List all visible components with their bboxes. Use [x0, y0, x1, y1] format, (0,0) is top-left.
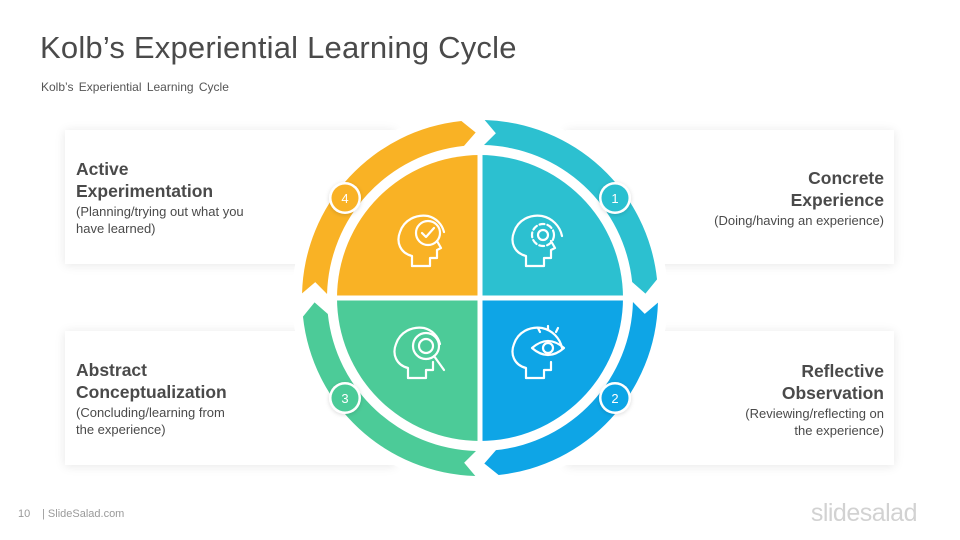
- stage-1-description: (Doing/having an experience): [684, 212, 884, 229]
- slide-title: Kolb’s Experiential Learning Cycle: [40, 30, 517, 65]
- head-eye-icon: [511, 324, 566, 380]
- stage-3-badge: 3: [329, 382, 361, 414]
- stage-1-number: 1: [611, 191, 618, 206]
- stage-1-title-line2: Experience: [790, 190, 884, 210]
- stage-4-description: (Planning/trying out what you have learn…: [76, 203, 276, 237]
- stage-3-description: (Concluding/learning from the experience…: [76, 404, 276, 438]
- stage-4-title: Active Experimentation: [76, 158, 276, 202]
- stage-2-badge: 2: [599, 382, 631, 414]
- stage-1-desc-line1: (Doing/having an experience): [714, 213, 884, 228]
- stage-2-title: Reflective Observation: [684, 360, 884, 404]
- stage-2-title-line2: Observation: [781, 383, 884, 403]
- head-check-icon: [397, 214, 446, 268]
- stage-2-text: Reflective Observation (Reviewing/reflec…: [684, 360, 884, 439]
- stage-4-title-line2: Experimentation: [76, 181, 214, 201]
- stage-3-title-line1: Abstract: [76, 360, 147, 380]
- stage-4-desc-line2: have learned): [76, 221, 156, 236]
- stage-4-title-line1: Active: [76, 159, 129, 179]
- slide-subtitle: Kolb’s Experiential Learning Cycle: [41, 80, 229, 94]
- head-gear-icon: [511, 214, 564, 268]
- stage-3-desc-line1: (Concluding/learning from: [76, 405, 225, 420]
- stage-4-number: 4: [341, 191, 348, 206]
- learning-cycle-diagram: 1 2 3 4: [292, 110, 668, 486]
- stage-3-title: Abstract Conceptualization: [76, 359, 276, 403]
- stage-1-text: Concrete Experience (Doing/having an exp…: [684, 167, 884, 229]
- stage-1-badge: 1: [599, 182, 631, 214]
- source-link[interactable]: | SlideSalad.com: [42, 508, 125, 520]
- stage-1-title: Concrete Experience: [684, 167, 884, 211]
- stage-4-desc-line1: (Planning/trying out what you: [76, 204, 244, 219]
- stage-2-number: 2: [611, 391, 618, 406]
- stage-3-title-line2: Conceptualization: [76, 382, 227, 402]
- stage-1-title-line1: Concrete: [808, 168, 884, 188]
- page-number: 10: [18, 508, 31, 520]
- stage-4-text: Active Experimentation (Planning/trying …: [76, 158, 276, 237]
- head-magnifier-icon: [393, 326, 446, 380]
- stage-2-description: (Reviewing/reflecting on the experience): [684, 405, 884, 439]
- stage-4-badge: 4: [329, 182, 361, 214]
- stage-3-desc-line2: the experience): [76, 422, 166, 437]
- brand-logo: slidesalad: [810, 499, 918, 527]
- quadrant-stage-4: [337, 155, 480, 298]
- stage-2-desc-line2: the experience): [794, 423, 884, 438]
- stage-2-title-line1: Reflective: [801, 361, 884, 381]
- stage-3-number: 3: [341, 391, 348, 406]
- stage-3-text: Abstract Conceptualization (Concluding/l…: [76, 359, 276, 438]
- stage-2-desc-line1: (Reviewing/reflecting on: [745, 406, 884, 421]
